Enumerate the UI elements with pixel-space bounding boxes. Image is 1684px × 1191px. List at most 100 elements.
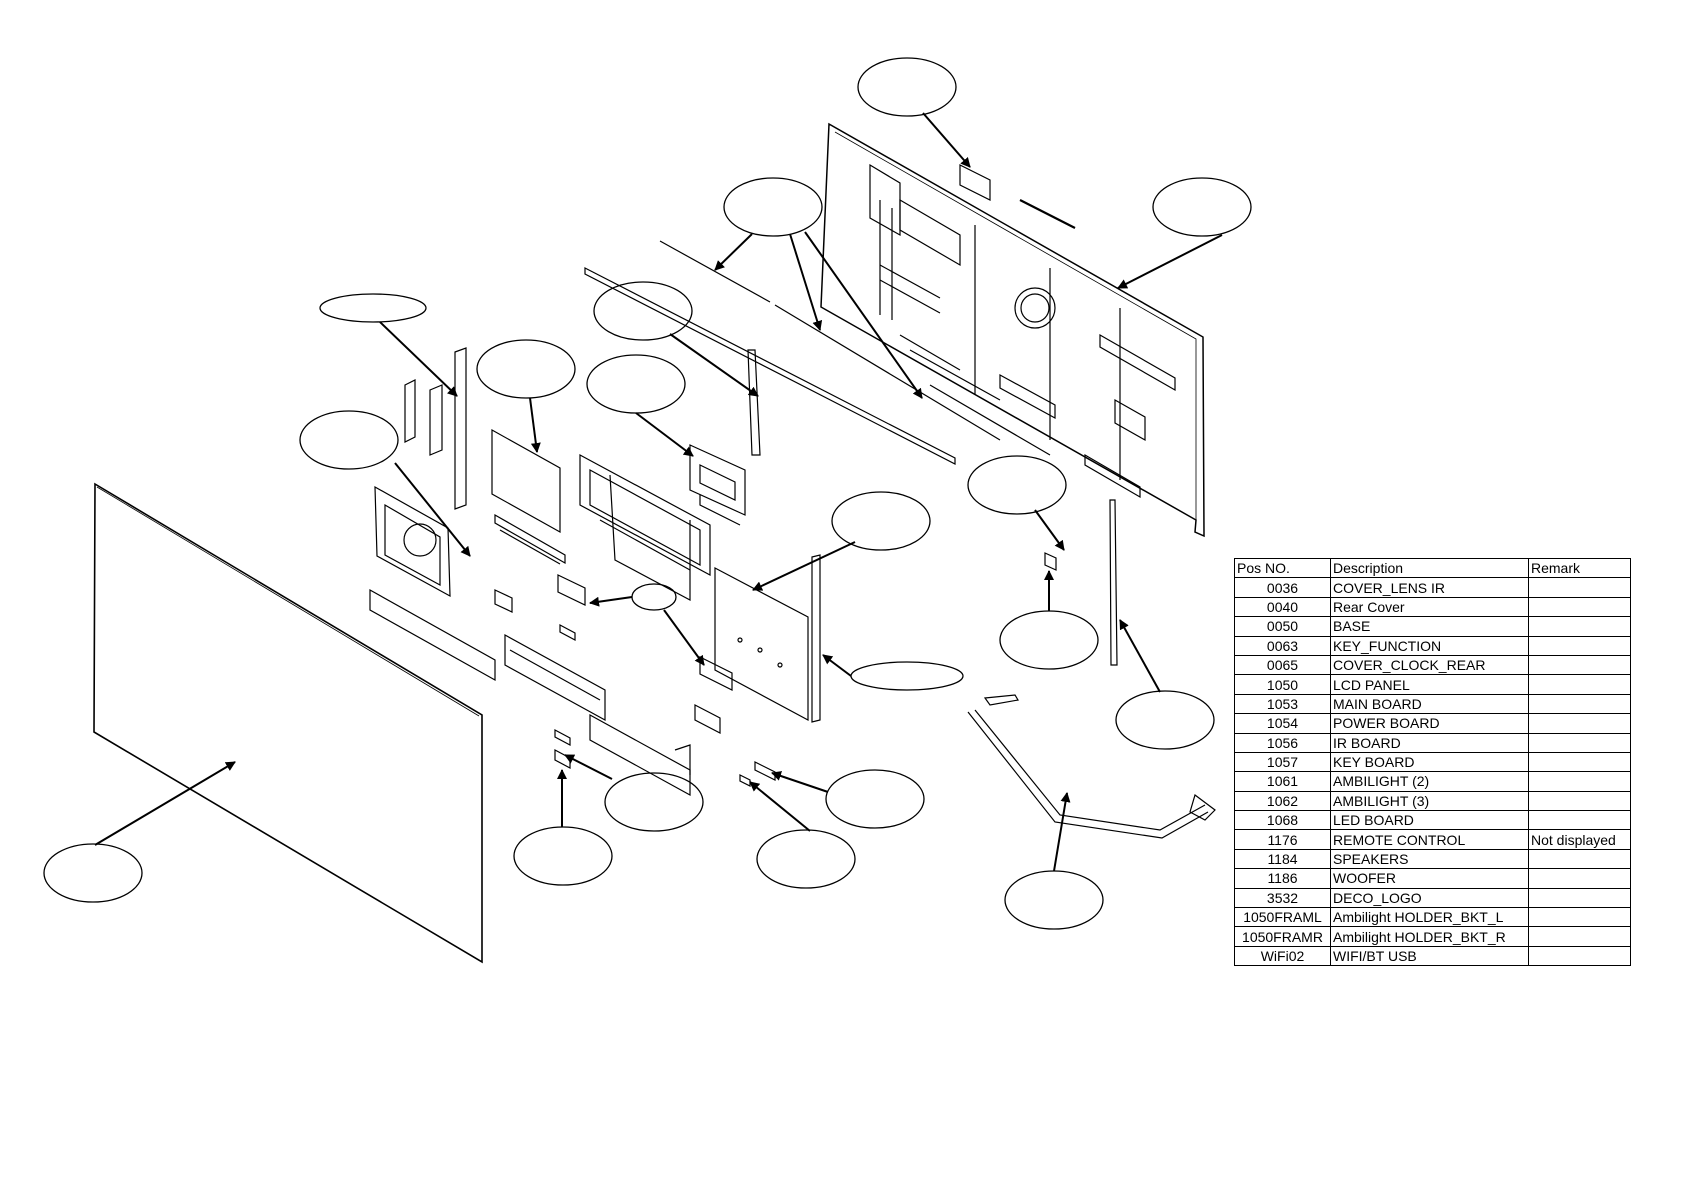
lcd-panel-part [93,482,483,964]
cell-description: POWER BOARD [1330,713,1529,734]
leader-arrow [669,333,759,397]
callout-ellipse [513,826,613,886]
cell-description: WOOFER [1330,868,1529,889]
cell-pos-no: 0036 [1234,577,1331,598]
cell-pos-no: 1061 [1234,771,1331,792]
callout-ellipse [476,339,576,399]
stand-part [967,694,1216,839]
callout-ellipse [299,410,399,470]
leader-arrow [822,654,852,677]
cell-description: WIFI/BT USB [1330,945,1529,967]
callout-ellipse [723,177,823,237]
leader-arrow [804,231,923,399]
callout-ellipse [604,772,704,832]
cell-pos-no: 3532 [1234,887,1331,909]
header-remark: Remark [1528,557,1631,579]
cell-remark [1528,810,1631,831]
cell-description: KEY BOARD [1330,751,1529,773]
speaker-part [374,485,451,598]
cell-pos-no: 1053 [1234,693,1331,715]
base-part [579,453,711,601]
callout-ellipse [1152,177,1252,237]
callout-ellipse [831,491,931,551]
leader-arrow [394,462,471,557]
cell-pos-no: 1050FRAML [1234,907,1331,928]
cell-pos-no: 1184 [1234,848,1331,870]
leader-arrow [1053,792,1071,872]
leader-arrow [1117,234,1223,289]
cell-pos-no: 1186 [1234,868,1331,889]
cell-pos-no: 1176 [1234,829,1331,850]
callout-ellipse [1115,690,1215,750]
power-board-part [491,428,566,565]
leader-arrow [771,771,829,793]
leader-arrow [752,541,856,591]
leader-arrow [1034,509,1065,551]
callout-ellipse [857,57,957,117]
rear-cover-part [820,122,1205,538]
cell-pos-no: 1054 [1234,713,1331,734]
callout-ellipse [756,829,856,889]
cell-remark [1528,926,1631,947]
leader-arrow [1119,619,1161,693]
cell-pos-no: 1062 [1234,790,1331,812]
cell-description: Rear Cover [1330,596,1529,618]
cell-remark [1528,654,1631,676]
cell-description: BASE [1330,616,1529,637]
cell-remark [1528,713,1631,734]
cell-pos-no: 1068 [1234,810,1331,831]
cell-remark [1528,887,1631,909]
cell-pos-no: 0040 [1234,596,1331,618]
cell-description: SPEAKERS [1330,848,1529,870]
leader-arrow [529,397,541,453]
leader-arrow [589,596,633,607]
woofer-part [689,444,746,526]
cell-description: DECO_LOGO [1330,887,1529,909]
leader-arrow [714,233,753,271]
cell-description: LED BOARD [1330,810,1529,831]
callout-ellipse [825,769,925,829]
cell-remark [1528,907,1631,928]
table-header-row: Pos NO. Description Remark [1234,557,1631,579]
cell-description: Ambilight HOLDER_BKT_L [1330,907,1529,928]
cell-pos-no: 1050 [1234,674,1331,695]
leader-arrow [922,112,971,168]
cell-remark [1528,848,1631,870]
cell-description: Ambilight HOLDER_BKT_R [1330,926,1529,947]
header-pos-no: Pos NO. [1234,557,1331,579]
cell-description: LCD PANEL [1330,674,1529,695]
cell-remark: Not displayed [1528,829,1631,850]
ambilight-strips-part [584,240,1118,666]
leader-arrow [749,781,811,832]
callout-ellipse [850,661,964,691]
cell-remark [1528,577,1631,598]
cell-description: IR BOARD [1330,732,1529,753]
cell-remark [1528,693,1631,715]
cell-remark [1528,751,1631,773]
cell-pos-no: 1057 [1234,751,1331,773]
cell-description: REMOTE CONTROL [1330,829,1529,850]
leader-arrow [564,754,613,780]
cell-pos-no: 1056 [1234,732,1331,753]
cell-pos-no: 1050FRAMR [1234,926,1331,947]
main-board-part [714,554,821,723]
cell-description: MAIN BOARD [1330,693,1529,715]
